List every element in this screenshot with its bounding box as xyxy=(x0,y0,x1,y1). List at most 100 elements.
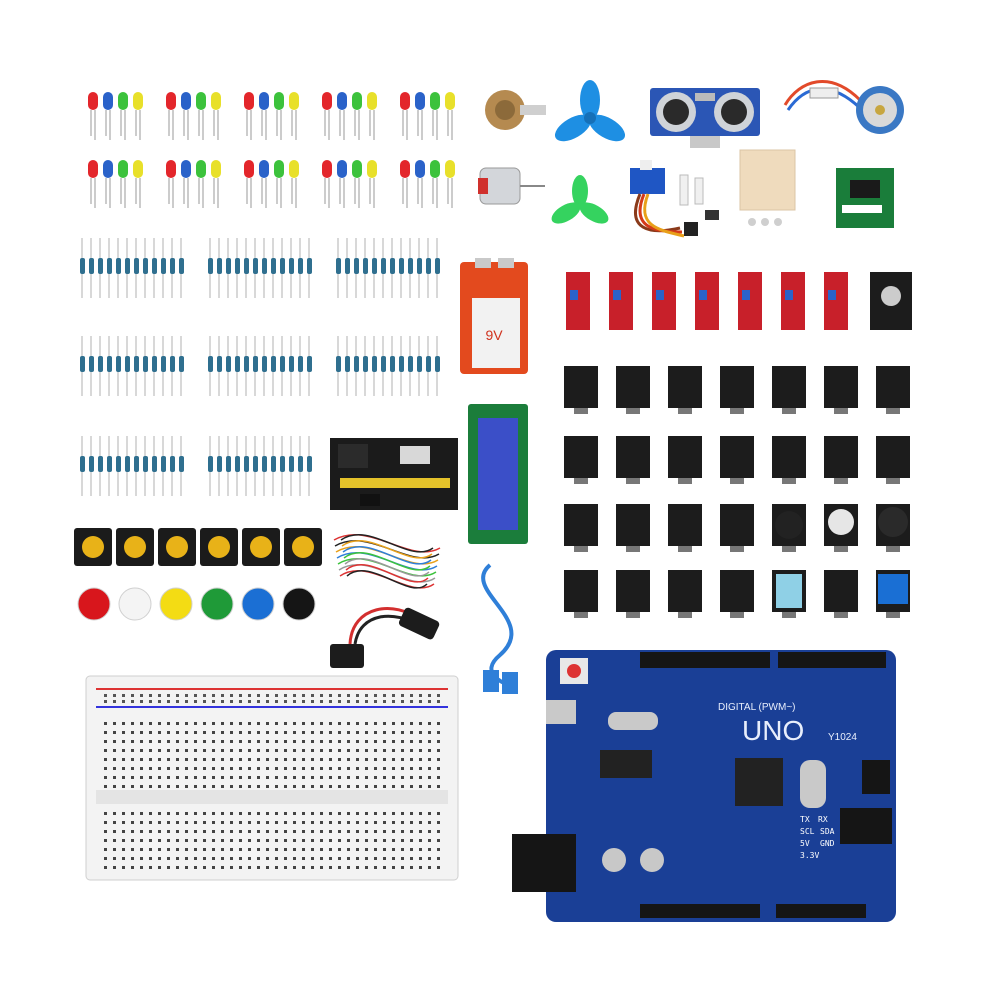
header-label-3v3: 3.3V xyxy=(800,851,819,860)
jumper-wire xyxy=(342,546,432,565)
led xyxy=(400,160,410,178)
battery-9v: 9V xyxy=(460,258,528,374)
led xyxy=(103,92,113,110)
resistor xyxy=(80,258,85,274)
sensor-module-black xyxy=(876,436,910,478)
resistor xyxy=(170,356,175,372)
jumper-wire xyxy=(334,540,440,559)
sensor-module-red xyxy=(695,272,719,330)
sensor-module-red xyxy=(609,272,633,330)
resistor xyxy=(262,356,267,372)
led xyxy=(133,160,143,178)
button-cap xyxy=(118,587,152,621)
resistor xyxy=(161,456,166,472)
resistor xyxy=(271,356,276,372)
resistor-group xyxy=(80,238,440,496)
resistor xyxy=(253,258,258,274)
resistor xyxy=(336,258,341,274)
sensor-module-black xyxy=(668,570,702,612)
board-header-labels: TX RX SCL SDA 5V GND 3.3V xyxy=(800,815,835,860)
jumper-wire xyxy=(333,534,441,553)
led xyxy=(88,160,98,178)
battery-clip xyxy=(330,607,440,668)
led xyxy=(118,160,128,178)
resistor xyxy=(143,356,148,372)
led xyxy=(337,160,347,178)
resistor xyxy=(161,258,166,274)
resistor xyxy=(336,356,341,372)
led xyxy=(445,160,455,178)
header-label-rx: RX xyxy=(818,815,828,824)
jumper-wire xyxy=(339,570,435,589)
resistor xyxy=(89,456,94,472)
sensor-module-black xyxy=(720,570,754,612)
potentiometer xyxy=(485,90,546,130)
resistor xyxy=(289,356,294,372)
sensor-module-red xyxy=(824,272,848,330)
jumper-wire xyxy=(343,552,431,571)
resistor xyxy=(262,258,267,274)
led xyxy=(103,160,113,178)
resistor xyxy=(116,456,121,472)
resistor xyxy=(170,258,175,274)
ultrasonic-sensor xyxy=(650,88,760,148)
resistor xyxy=(253,456,258,472)
resistor xyxy=(152,456,157,472)
resistor xyxy=(280,356,285,372)
sensor-module-black xyxy=(668,436,702,478)
sensor-module-black xyxy=(720,504,754,546)
resistor xyxy=(152,258,157,274)
resistor xyxy=(98,258,103,274)
relay-module xyxy=(878,574,908,604)
sensor-module-red xyxy=(781,272,805,330)
resistor xyxy=(134,258,139,274)
led xyxy=(367,92,377,110)
resistor xyxy=(143,258,148,274)
led xyxy=(274,92,284,110)
led xyxy=(244,92,254,110)
led xyxy=(445,92,455,110)
button-cap xyxy=(282,587,316,621)
resistor xyxy=(143,456,148,472)
led xyxy=(367,160,377,178)
led xyxy=(400,92,410,110)
led xyxy=(430,160,440,178)
jumper-wire xyxy=(335,546,439,565)
resistor xyxy=(298,356,303,372)
dc-motor xyxy=(478,167,545,205)
resistor xyxy=(390,356,395,372)
led xyxy=(211,160,221,178)
usb-cable xyxy=(481,563,518,694)
led xyxy=(415,160,425,178)
resistor xyxy=(399,356,404,372)
sensor-module-black xyxy=(564,366,598,408)
resistor xyxy=(363,258,368,274)
breadboard xyxy=(85,675,459,881)
resistor xyxy=(161,356,166,372)
resistor xyxy=(345,258,350,274)
led xyxy=(430,92,440,110)
resistor xyxy=(208,258,213,274)
jumper-wire xyxy=(341,540,433,559)
jumper-wire xyxy=(336,552,438,571)
resistor xyxy=(226,356,231,372)
sensor-module-black xyxy=(616,436,650,478)
resistor xyxy=(280,258,285,274)
resistor xyxy=(244,356,249,372)
sensor-module-black xyxy=(668,504,702,546)
resistor xyxy=(435,258,440,274)
breadboard-power-module xyxy=(330,438,458,510)
acrylic-bracket xyxy=(739,149,796,226)
resistor xyxy=(244,258,249,274)
sensor-module-black xyxy=(616,504,650,546)
jumper-wire xyxy=(337,558,437,577)
led xyxy=(196,92,206,110)
jumper-wire xyxy=(346,570,428,589)
resistor xyxy=(307,356,312,372)
resistor xyxy=(235,356,240,372)
resistor xyxy=(262,456,267,472)
resistor xyxy=(390,258,395,274)
board-model-label: UNO xyxy=(742,715,804,746)
resistor xyxy=(408,258,413,274)
servo-accessories xyxy=(679,174,719,220)
